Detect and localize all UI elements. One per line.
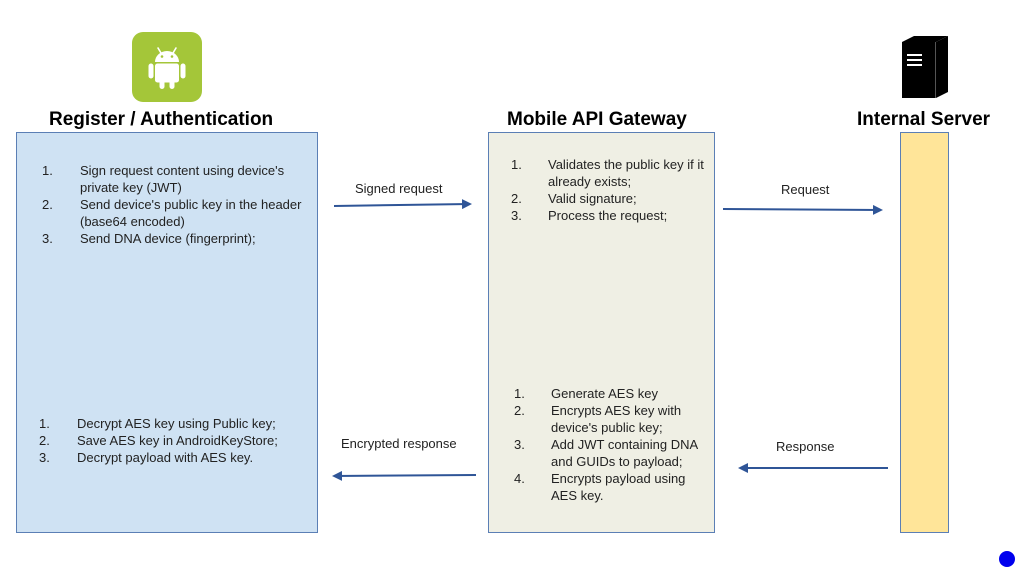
gateway-request-steps: 1.Validates the public key if it already… xyxy=(511,156,706,224)
signed-request-arrow xyxy=(333,199,472,210)
list-item: 3.Process the request; xyxy=(511,208,668,223)
list-item: 3.Add JWT containing DNA and GUIDs to pa… xyxy=(514,437,698,469)
mobile-api-gateway-panel xyxy=(488,132,715,533)
request-arrow xyxy=(722,204,883,215)
list-item: 1.Generate AES key xyxy=(514,386,658,401)
server-tower-icon xyxy=(898,34,952,100)
encrypted-response-arrow xyxy=(332,470,477,481)
gateway-response-steps: 1.Generate AES key 2.Encrypts AES key wi… xyxy=(514,385,704,504)
register-authentication-heading: Register / Authentication xyxy=(49,109,274,130)
left-request-steps: 1.Sign request content using device's pr… xyxy=(42,162,312,247)
list-item: 2.Send device's public key in the header… xyxy=(42,197,302,229)
android-logo-icon xyxy=(132,32,202,102)
register-authentication-panel xyxy=(16,132,318,533)
list-item: 2.Encrypts AES key with device's public … xyxy=(514,403,682,435)
list-item: 2.Save AES key in AndroidKeyStore; xyxy=(39,433,278,448)
mobile-api-gateway-heading: Mobile API Gateway xyxy=(507,109,687,130)
list-item: 1.Validates the public key if it already… xyxy=(511,157,704,189)
list-item: 3.Decrypt payload with AES key. xyxy=(39,450,254,465)
list-item: 1.Sign request content using device's pr… xyxy=(42,163,285,195)
internal-server-heading: Internal Server xyxy=(857,109,991,130)
list-item: 3.Send DNA device (fingerprint); xyxy=(42,231,256,246)
signed-request-label: Signed request xyxy=(355,181,443,196)
response-label: Response xyxy=(776,439,835,454)
list-item: 4.Encrypts payload using AES key. xyxy=(514,471,686,503)
blue-dot-icon xyxy=(999,551,1015,567)
list-item: 1.Decrypt AES key using Public key; xyxy=(39,416,276,431)
list-item: 2.Valid signature; xyxy=(511,191,637,206)
internal-server-bar xyxy=(900,132,949,533)
left-response-steps: 1.Decrypt AES key using Public key; 2.Sa… xyxy=(39,415,314,466)
encrypted-response-label: Encrypted response xyxy=(341,436,457,451)
request-label: Request xyxy=(781,182,830,197)
